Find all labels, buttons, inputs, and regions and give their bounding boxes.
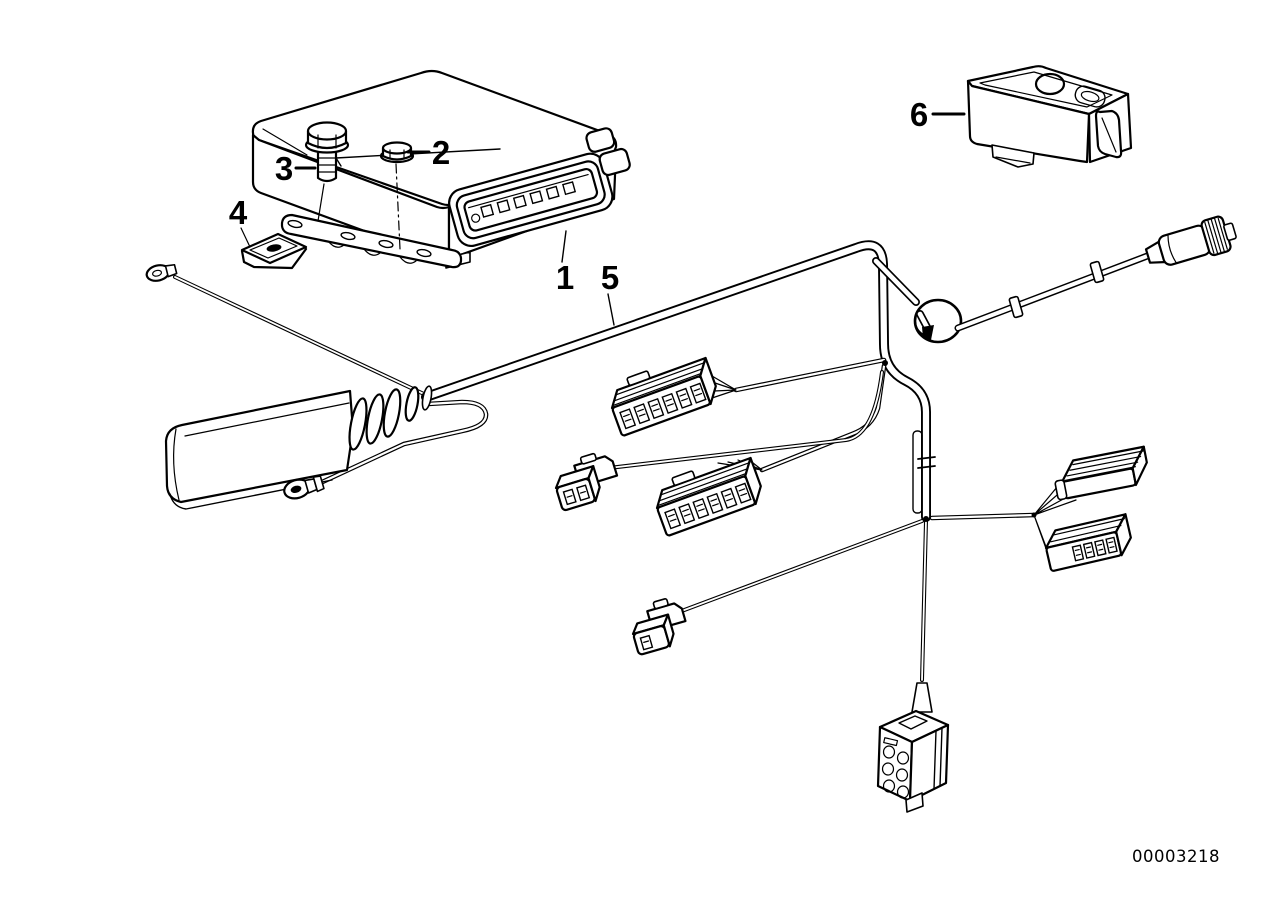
branch-wire-c [607, 370, 884, 470]
switch [966, 65, 1133, 168]
callout-2: 2 [432, 134, 450, 171]
connector-b-slots [664, 482, 752, 530]
switch-oval-button [1074, 85, 1106, 108]
connector-e [1054, 445, 1148, 501]
switch-round-button [1034, 72, 1066, 96]
connector-b [655, 456, 762, 537]
callout-5: 5 [601, 259, 619, 296]
hex-nut [379, 141, 415, 164]
callout-3: 3 [275, 150, 293, 187]
connector-f [1044, 513, 1132, 572]
ring-terminal-1 [145, 263, 178, 282]
connector-f-slots [1071, 536, 1118, 562]
branch-cable-b [717, 363, 887, 473]
ground-wire-2-loop [315, 399, 489, 487]
connector-g [876, 682, 950, 813]
bolt-leader-line [317, 183, 325, 222]
junction-dot-right [1031, 512, 1037, 518]
switch-front-face [966, 79, 1091, 164]
wiring-harness [145, 215, 1237, 813]
ecu-connector-boot [164, 389, 355, 510]
drawing-number: 00003218 [1132, 847, 1220, 866]
hex-bolt [304, 121, 350, 183]
callouts: 1 2 3 4 5 6 [229, 96, 966, 326]
branch-cable-a [711, 357, 887, 399]
connector-a-slots [619, 382, 707, 430]
connector-g-holes [881, 745, 910, 799]
round-connector [1144, 215, 1237, 266]
callout-5-leader [607, 293, 615, 326]
ring-terminal-2 [283, 475, 325, 500]
mounting-bracket [280, 213, 463, 269]
boot-accordion [348, 385, 433, 451]
clip-leader-line [240, 227, 251, 248]
harness-trunk [421, 240, 931, 522]
callout-4: 4 [229, 194, 248, 231]
grommet-stub [872, 257, 920, 306]
control-unit-connector-pins [480, 181, 577, 218]
cable-collar-2 [1089, 260, 1105, 284]
lower-branch-wires [677, 360, 1077, 682]
control-unit-connector [448, 127, 631, 247]
retaining-clip [240, 227, 308, 270]
callout-1-leader [561, 230, 567, 263]
grommet-ring [913, 298, 963, 344]
junction-dot-upper [882, 360, 888, 366]
connector-d [631, 598, 687, 656]
round-connector-cable [954, 251, 1154, 332]
connector-c [554, 452, 619, 512]
ground-wire-1 [173, 275, 428, 397]
control-unit [251, 69, 631, 269]
nut-leader-line [395, 163, 401, 250]
junction-dot-lower [923, 516, 929, 522]
cable-collar-1 [1008, 295, 1024, 319]
callout-1: 1 [556, 259, 574, 296]
callout-6: 6 [910, 96, 928, 133]
conduit-sleeve [912, 430, 936, 514]
connector-a [610, 356, 717, 437]
